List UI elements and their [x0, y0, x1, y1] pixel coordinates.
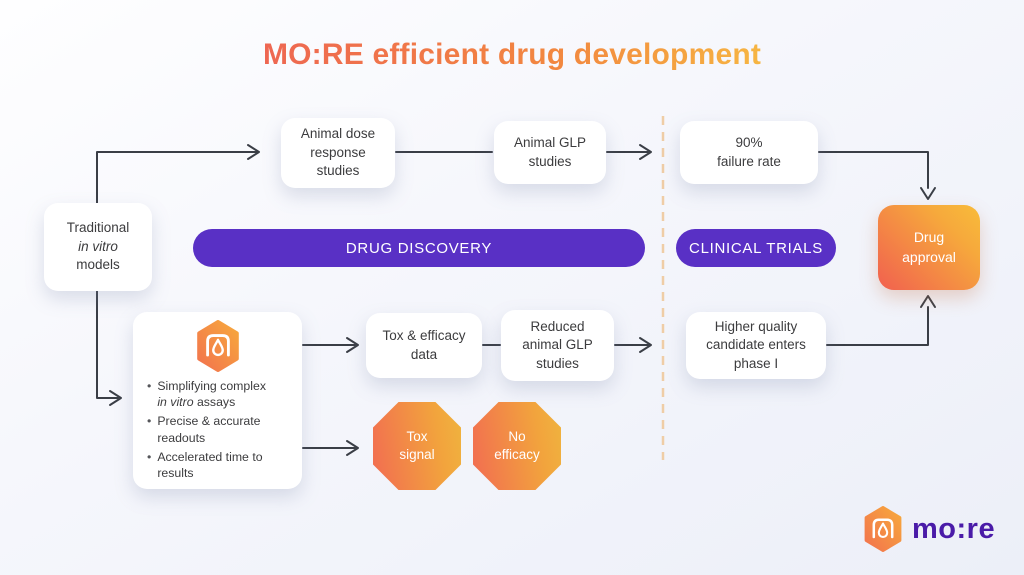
banner-label: CLINICAL TRIALS	[689, 239, 823, 257]
node-text: 90%	[735, 134, 763, 150]
node-text: phase I	[733, 355, 779, 371]
node-text: Traditional	[66, 220, 130, 236]
node-text: approval	[902, 248, 956, 265]
arrowhead-to-tox-data	[346, 337, 359, 353]
node-text: No	[508, 428, 526, 444]
bullet-text: results	[157, 466, 194, 481]
arrowhead-down-to-approval	[920, 187, 936, 200]
node-text: efficacy	[494, 447, 540, 462]
node-text: signal	[399, 447, 435, 462]
node-text: models	[76, 257, 120, 273]
page-title: MO:RE efficient drug development	[0, 38, 1024, 72]
bullet-text: Precise & accurate	[157, 414, 261, 429]
arrowhead-to-failure-rate	[639, 144, 652, 160]
node-text: data	[410, 346, 438, 362]
arrowhead-to-higher-quality	[639, 337, 652, 353]
bullet-icon: •	[147, 379, 152, 393]
bullet-text: assays	[193, 395, 236, 410]
octagon-no-efficacy: No efficacy	[473, 402, 561, 490]
node-text-italic: in vitro	[78, 238, 118, 254]
node-text: Reduced	[530, 318, 585, 334]
node-text: Drug	[913, 228, 945, 245]
bullet-text: Simplifying complex	[157, 379, 266, 393]
bullet-text-italic: in vitro	[157, 395, 194, 410]
node-text: Higher quality	[714, 318, 798, 334]
arrowhead-to-more-box	[109, 390, 122, 406]
node-animal-dose-response: Animal dose response studies	[281, 118, 395, 188]
node-drug-approval: Drug approval	[878, 205, 980, 290]
banner-drug-discovery: DRUG DISCOVERY	[193, 229, 645, 267]
list-item: • Precise & accurate readouts	[147, 413, 292, 445]
bullet-text: Accelerated time to	[157, 449, 263, 464]
bullet-icon: •	[147, 414, 152, 429]
brand-logo: mo:re	[862, 503, 995, 555]
node-failure-rate: 90% failure rate	[680, 121, 818, 184]
connector-failure-to-approval	[818, 151, 929, 189]
more-feature-box: • Simplifying complex in vitro assays • …	[133, 312, 302, 489]
more-hexagon-logo-icon	[196, 320, 239, 372]
arrowhead-to-animal-dose	[247, 144, 260, 160]
node-higher-quality-candidate: Higher quality candidate enters phase I	[686, 312, 826, 379]
connector-higher-to-approval	[826, 306, 929, 346]
node-reduced-glp-studies: Reduced animal GLP studies	[501, 310, 614, 381]
node-text: animal GLP	[522, 337, 593, 353]
arrowhead-to-tox-signal	[346, 440, 359, 456]
brand-wordmark: mo:re	[912, 512, 996, 545]
node-text: studies	[316, 163, 360, 179]
node-tox-efficacy-data: Tox & efficacy data	[366, 313, 482, 378]
banner-label: DRUG DISCOVERY	[345, 239, 493, 257]
bullet-icon: •	[147, 449, 152, 464]
node-traditional-models: Traditional in vitro models	[44, 203, 152, 291]
node-text: candidate enters	[706, 337, 806, 353]
list-item: • Accelerated time to results	[147, 449, 292, 481]
more-hexagon-logo-icon	[864, 506, 902, 552]
node-text: Animal GLP	[513, 134, 587, 150]
banner-clinical-trials: CLINICAL TRIALS	[676, 229, 836, 267]
arrowhead-up-to-approval	[920, 295, 936, 308]
node-text: Animal dose	[300, 126, 376, 142]
node-text: studies	[528, 153, 572, 169]
node-text: Tox	[406, 428, 428, 444]
node-text: Tox & efficacy	[382, 327, 466, 343]
more-bullet-list: • Simplifying complex in vitro assays • …	[133, 372, 302, 484]
list-item: • Simplifying complex in vitro assays	[147, 378, 292, 410]
node-text: response	[310, 144, 366, 160]
octagon-tox-signal: Tox signal	[373, 402, 461, 490]
node-text: studies	[536, 355, 579, 371]
bullet-text: readouts	[157, 430, 206, 445]
node-animal-glp-studies: Animal GLP studies	[494, 121, 606, 184]
node-text: failure rate	[717, 153, 781, 169]
